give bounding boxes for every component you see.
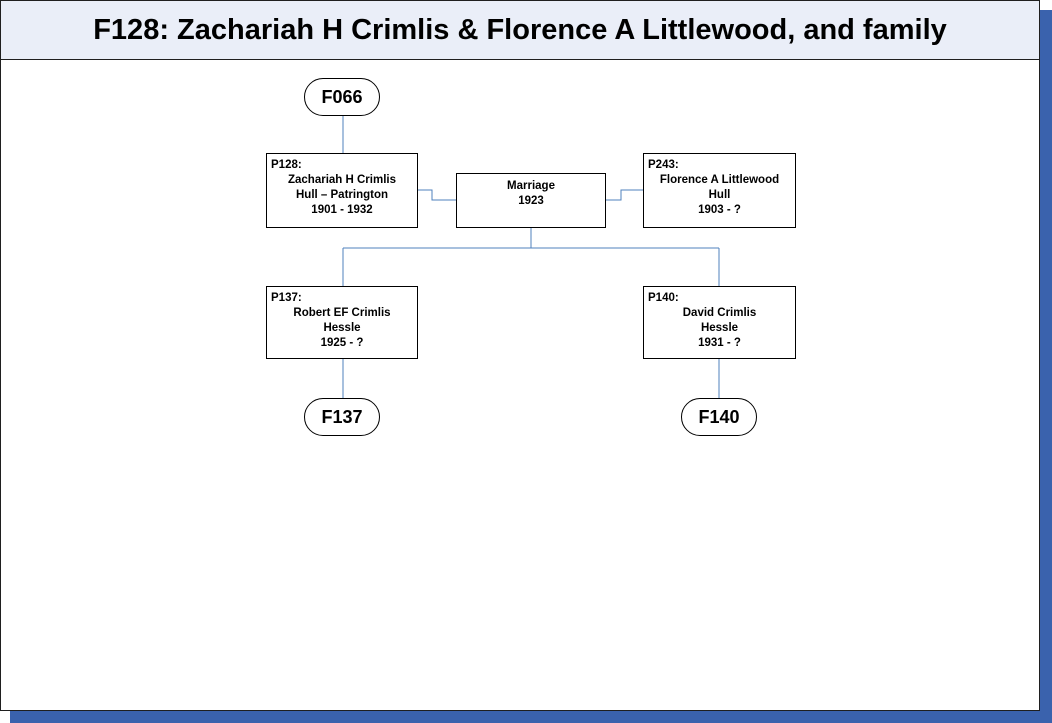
- child-2-family-label: F140: [698, 406, 740, 427]
- connector-lines: [342, 115, 720, 398]
- child-2-place: Hessle: [700, 322, 739, 334]
- connector-husband-to-marriage: [418, 189, 456, 201]
- child-1-name: Robert EF Crimlis: [293, 307, 391, 319]
- child-1-place: Hessle: [323, 322, 361, 334]
- husband-id: P128:: [271, 159, 302, 171]
- husband-box[interactable]: P128: Zachariah H Crimlis Hull – Patring…: [266, 153, 418, 228]
- wife-name: Florence A Littlewood: [659, 174, 780, 186]
- husband-place: Hull – Patrington: [296, 189, 388, 201]
- child-box-2[interactable]: P140: David Crimlis Hessle 1931 - ?: [643, 286, 796, 359]
- child-1-dates: 1925 - ?: [320, 337, 364, 349]
- marriage-year: 1923: [518, 195, 544, 207]
- wife-place: Hull: [708, 189, 731, 201]
- wife-box[interactable]: P243: Florence A Littlewood Hull 1903 - …: [643, 153, 796, 228]
- wife-dates: 1903 - ?: [698, 204, 741, 216]
- child-2-name: David Crimlis: [682, 307, 757, 319]
- connector-wife-to-marriage: [606, 189, 643, 201]
- wife-id: P243:: [648, 159, 679, 171]
- child-2-id: P140:: [648, 292, 679, 304]
- child-1-family-node[interactable]: F137: [304, 398, 380, 436]
- title-bar: F128: Zachariah H Crimlis & Florence A L…: [1, 1, 1039, 60]
- child-2-family-node[interactable]: F140: [681, 398, 757, 436]
- child-box-1[interactable]: P137: Robert EF Crimlis Hessle 1925 - ?: [266, 286, 418, 359]
- page-title: F128: Zachariah H Crimlis & Florence A L…: [93, 13, 947, 46]
- parent-family-node[interactable]: F066: [304, 78, 380, 116]
- child-2-dates: 1931 - ?: [698, 337, 741, 349]
- husband-dates: 1901 - 1932: [311, 204, 373, 216]
- marriage-label: Marriage: [507, 180, 555, 192]
- parent-family-label: F066: [321, 86, 363, 107]
- diagram-page: F128: Zachariah H Crimlis & Florence A L…: [0, 0, 1040, 711]
- child-1-id: P137:: [271, 292, 302, 304]
- husband-name: Zachariah H Crimlis: [287, 174, 396, 186]
- child-1-family-label: F137: [321, 406, 363, 427]
- marriage-box[interactable]: Marriage 1923: [456, 173, 606, 228]
